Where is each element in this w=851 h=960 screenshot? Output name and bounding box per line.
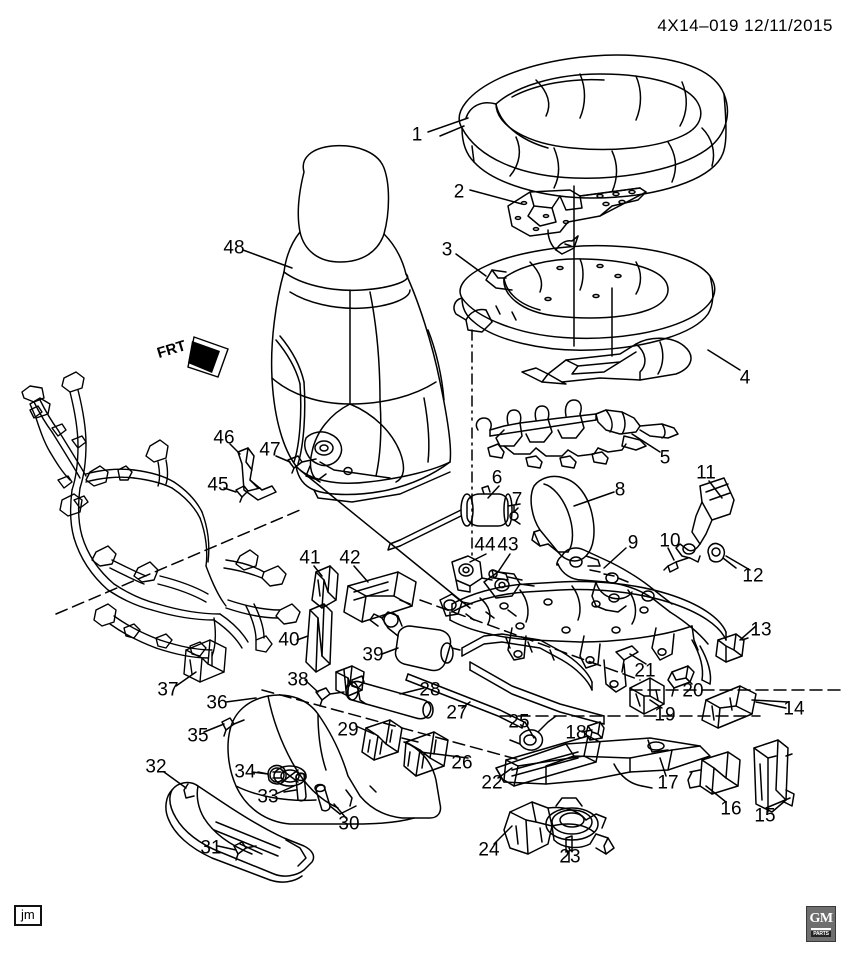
callout-10-pivot-bolt: 10 <box>659 530 681 552</box>
part-track-end-cover-13 <box>715 633 749 663</box>
callout-39-height-adjuster-motor: 39 <box>362 644 384 666</box>
part-recliner-motor-24 <box>503 797 615 855</box>
callout-18-clip-fastener: 18 <box>565 722 587 744</box>
callout-8-cushion-side-shield-panel: 8 <box>614 479 626 501</box>
callout-26-switch-module-right: 26 <box>451 752 473 774</box>
callout-9-seat-frame-side-arm: 9 <box>627 532 639 554</box>
callout-37-seat-wiring-harness-connector: 37 <box>157 679 179 701</box>
part-seat-cushion-cover <box>439 54 729 199</box>
part-link-pin-43 <box>488 569 523 581</box>
part-track-cover-block-16 <box>687 751 741 795</box>
part-track-trim-rail-22 <box>503 735 601 787</box>
part-bolt-47 <box>287 455 317 474</box>
part-seat-back-assembly <box>270 144 452 503</box>
part-clip-18 <box>585 721 605 741</box>
callout-43-link-pin: 43 <box>497 534 519 556</box>
draftsman-stamp: jm <box>14 905 42 926</box>
part-screw-45 <box>235 485 261 503</box>
callout-29-switch-module-left: 29 <box>337 719 359 741</box>
part-seat-cushion-foam-pad <box>453 244 716 351</box>
callout-11-seat-belt-buckle: 11 <box>696 462 716 484</box>
callout-6-lumbar-motor-actuator: 6 <box>491 467 503 489</box>
callout-46-seatback-hinge-cover: 46 <box>213 427 235 449</box>
part-switch-module-26 <box>403 731 449 777</box>
callout-3-seat-cushion-foam-pad: 3 <box>441 239 453 261</box>
part-link-rod-25 <box>509 715 557 751</box>
callout-16-track-cover-block: 16 <box>720 798 742 820</box>
callout-24-recliner-motor-gearbox: 24 <box>478 839 500 861</box>
callout-36-seat-outer-side-trim-panel: 36 <box>206 692 228 714</box>
callout-42-rail-guide-cover: 42 <box>339 547 361 569</box>
part-bracket-clip-41 <box>311 565 339 609</box>
part-trim-cap-33 <box>283 772 307 802</box>
part-screw-23 <box>565 835 573 863</box>
callout-15-rear-track-bracket: 15 <box>754 805 776 827</box>
part-seat-cushion-spring-mat <box>475 399 679 469</box>
gm-parts-text: PARTS <box>811 930 831 937</box>
callout-48-seat-back-assembly-cover: 48 <box>223 237 245 259</box>
part-screw-31 <box>233 841 257 861</box>
callout-23-screw: 23 <box>559 846 581 868</box>
callout-7-bolt-screw: 7 <box>511 489 523 511</box>
part-motor-cover-40 <box>305 603 333 673</box>
part-pivot-bracket-44 <box>451 555 493 593</box>
callout-38-screw-motor-mount: 38 <box>287 669 309 691</box>
part-nut-12 <box>707 542 737 569</box>
callout-28-drive-shaft-tube: 28 <box>419 679 441 701</box>
callout-5-seat-cushion-spring-suspension-mat: 5 <box>659 447 671 469</box>
callout-27-drive-rod: 27 <box>446 702 468 724</box>
callout-40-motor-cover-housing: 40 <box>278 629 300 651</box>
callout-45-screw-seatback-bracket: 45 <box>207 474 229 496</box>
part-rail-guide-cover-42 <box>343 571 417 623</box>
part-drive-rod-27 <box>405 673 525 729</box>
callout-1-seat-cushion-cover: 1 <box>411 124 423 146</box>
callout-34-knob-cap: 34 <box>234 761 256 783</box>
callout-20-latch-lever: 20 <box>682 680 704 702</box>
callout-21-link-rod-bracket: 21 <box>634 660 656 682</box>
callout-35-screw-side-panel: 35 <box>187 725 209 747</box>
part-wiring-harness-37 <box>21 371 301 683</box>
callout-13-track-end-cover: 13 <box>750 619 772 641</box>
callout-44-pivot-bracket: 44 <box>474 534 496 556</box>
gm-parts-logo: GM PARTS <box>806 906 836 942</box>
part-cushion-side-shield-8 <box>530 475 601 567</box>
part-seat-track-frame-assembly <box>439 571 727 725</box>
part-track-shield-panel-17 <box>495 737 711 789</box>
callout-31-screw-lower-panel: 31 <box>200 837 222 859</box>
part-buckle-11 <box>675 477 735 563</box>
callout-14-track-end-cap-right: 14 <box>783 698 805 720</box>
callout-30-trim-plug: 30 <box>338 813 360 835</box>
callout-12-buckle-retaining-nut: 12 <box>742 565 764 587</box>
part-pivot-bolt-10 <box>663 557 689 573</box>
gm-logo-text: GM <box>809 910 833 926</box>
part-screw-38 <box>315 675 367 707</box>
gm-logo-bar <box>811 927 831 930</box>
part-track-end-cap-14 <box>701 685 789 729</box>
drawing-header-title: 4X14–019 12/11/2015 <box>657 16 833 35</box>
callout-17-seat-track-shield-panel: 17 <box>657 772 679 794</box>
part-link-rod-bracket-21 <box>615 645 639 673</box>
part-seat-cushion-heater-pad <box>521 337 692 385</box>
frt-arrow-icon <box>187 336 229 378</box>
callout-32-seat-lower-side-trim-panel: 32 <box>145 756 167 778</box>
part-screw-35 <box>221 717 245 737</box>
callout-47-bolt-recliner: 47 <box>259 439 281 461</box>
callout-22-track-trim-rail: 22 <box>481 772 503 794</box>
part-seatback-hinge-cover-46 <box>237 447 277 501</box>
callout-25-actuator-link-rod: 25 <box>508 711 530 733</box>
callout-4-seat-cushion-heater-pad: 4 <box>739 367 751 389</box>
part-switch-module-29 <box>361 719 419 761</box>
callout-2-seat-cushion-bracket-plate: 2 <box>453 181 465 203</box>
part-lumbar-motor-6 <box>387 485 521 551</box>
callout-41-bracket-clip: 41 <box>299 547 321 569</box>
callout-33-trim-cap: 33 <box>257 786 279 808</box>
callout-19-front-track-cover: 19 <box>654 704 676 726</box>
part-height-motor-39 <box>369 611 461 672</box>
part-trim-plug-30 <box>314 783 357 815</box>
part-outer-side-trim-36 <box>227 694 442 825</box>
frt-direction-marker: FRT <box>155 333 242 385</box>
